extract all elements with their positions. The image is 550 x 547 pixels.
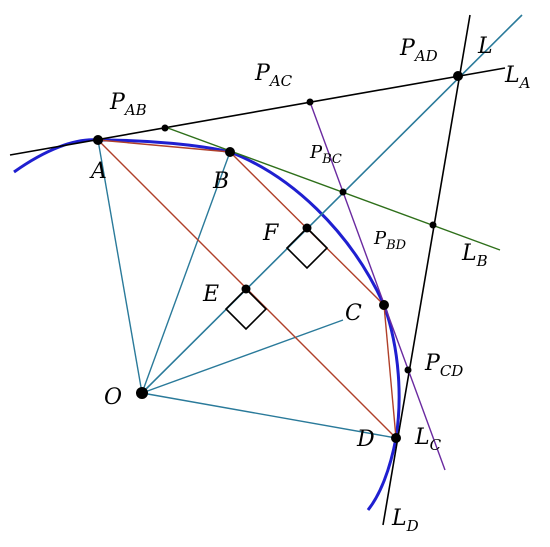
label-A: A (89, 159, 107, 184)
point-E (241, 284, 251, 294)
purple-line-LC (309, 101, 446, 471)
chord-CD (383, 304, 397, 439)
teal-line-L (141, 14, 523, 394)
point-C (379, 300, 389, 310)
label-C: C (345, 301, 362, 326)
label-LA: LA (504, 63, 531, 92)
label-O: O (104, 385, 122, 410)
point-PAB (161, 124, 169, 132)
point-PCD (404, 366, 412, 374)
green-line-LB (164, 126, 501, 251)
tangent-line-LA (9, 67, 506, 156)
label-PCD: PCD (424, 351, 463, 380)
point-PAD (453, 71, 463, 81)
right-angle-mark-F (285, 226, 329, 270)
label-B: B (212, 169, 229, 194)
radius-OD (141, 392, 397, 439)
label-PBD: PBD (373, 228, 407, 253)
label-LC: LC (414, 425, 442, 454)
label-PAC: PAC (254, 61, 293, 90)
label-PBC: PBC (309, 142, 342, 167)
chord-AB (97, 139, 231, 153)
radius-OC (141, 319, 344, 394)
label-LD: LD (391, 506, 419, 535)
point-PBC (339, 188, 347, 196)
label-PAD: PAD (399, 36, 438, 65)
label-PAB: PAB (109, 90, 147, 119)
point-O (136, 387, 148, 399)
right-angle-mark-E (224, 287, 268, 331)
radius-OA (97, 139, 143, 394)
label-L: L (477, 34, 493, 59)
point-A (93, 135, 103, 145)
point-PAC (306, 98, 314, 106)
point-B (225, 147, 235, 157)
point-F (302, 223, 312, 233)
radius-OB (141, 151, 231, 394)
label-F: F (262, 221, 279, 246)
label-D: D (356, 427, 375, 452)
label-E: E (202, 282, 219, 307)
point-D (391, 433, 401, 443)
point-PBD (429, 221, 437, 229)
label-LB: LB (461, 241, 488, 270)
